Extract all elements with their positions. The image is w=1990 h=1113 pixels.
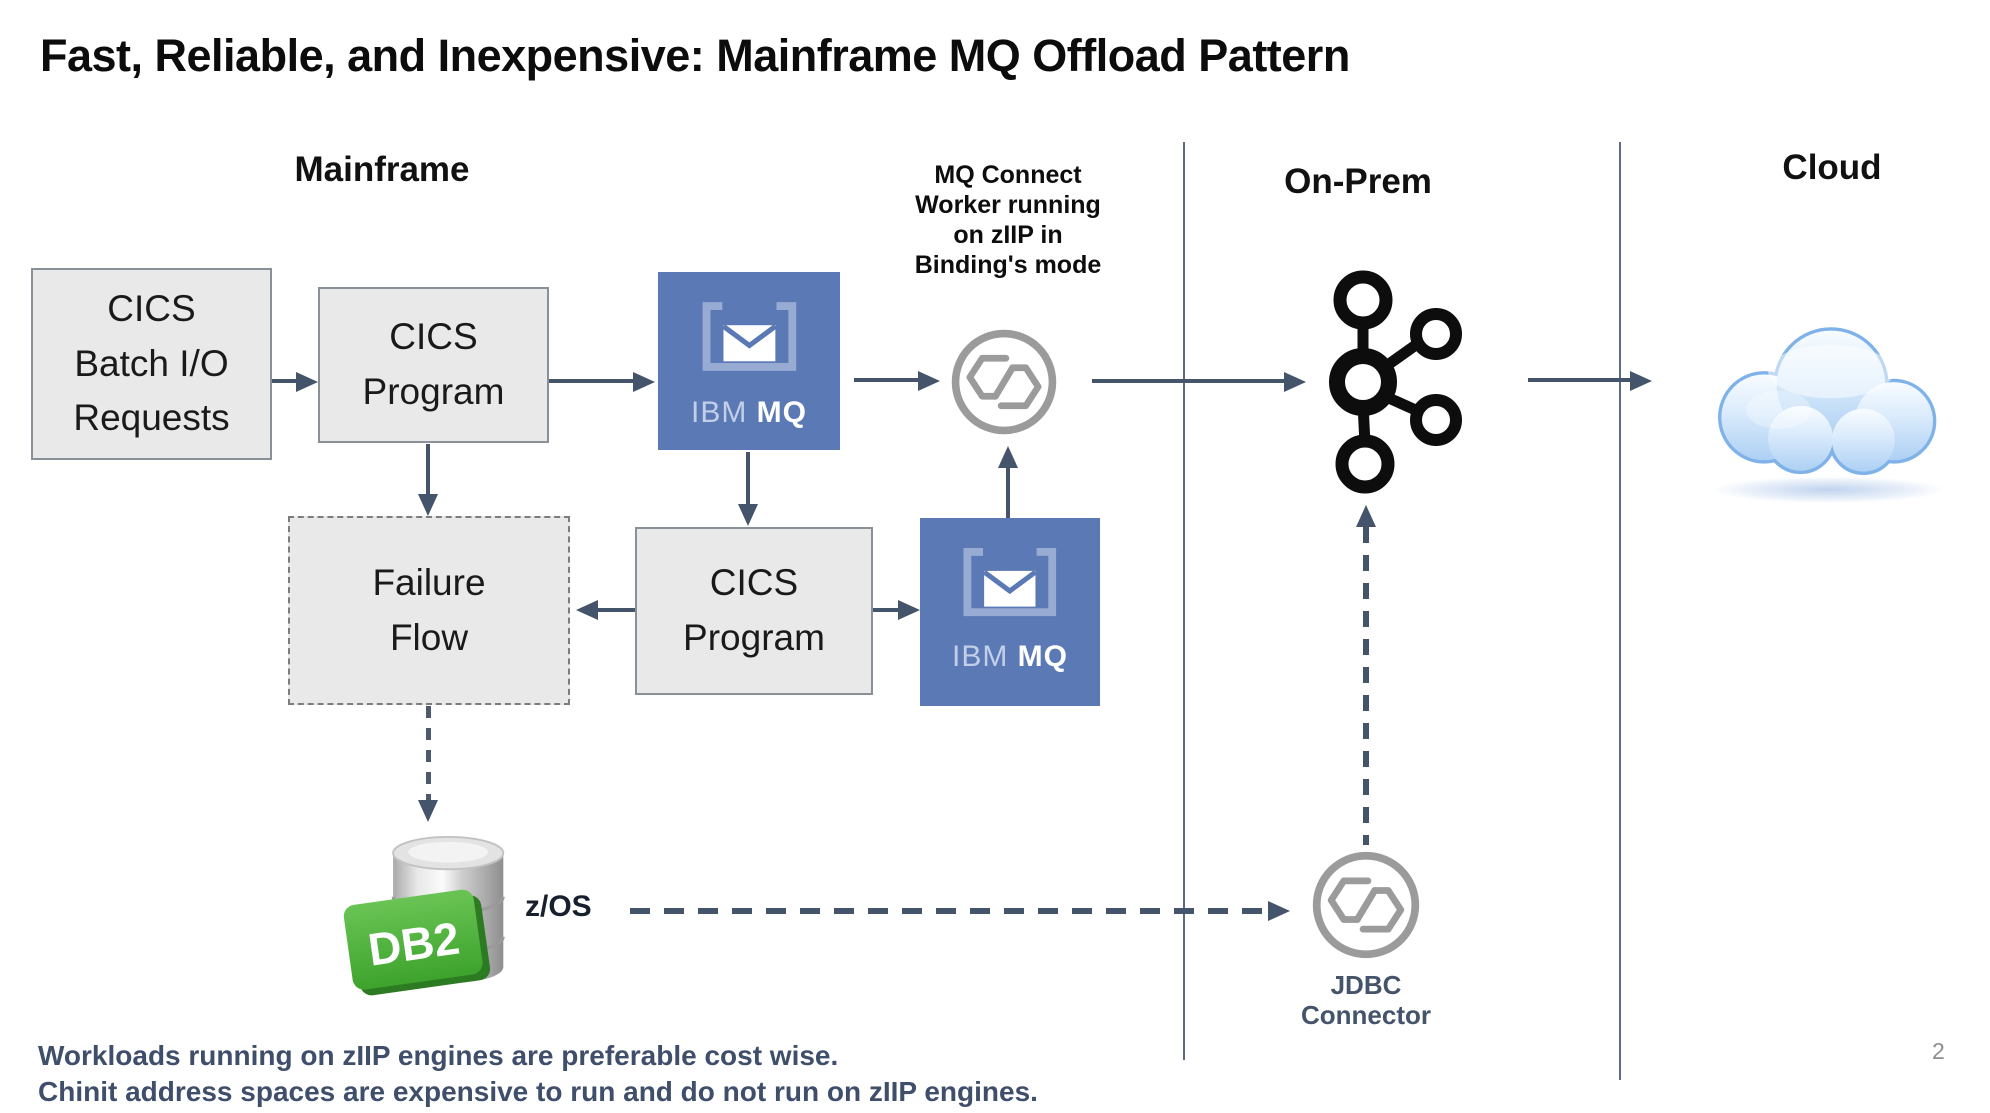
cloud-icon bbox=[1712, 327, 1946, 504]
arrowhead bbox=[898, 600, 920, 620]
dashed-arrow-zos-to-jdbc bbox=[630, 908, 1270, 914]
box-label-line: Batch I/O bbox=[74, 342, 229, 384]
arrow-program2-to-mq2 bbox=[873, 608, 900, 612]
arrowhead bbox=[1284, 372, 1306, 392]
arrow-program-to-mq bbox=[549, 379, 637, 383]
jdbc-label-line: Connector bbox=[1301, 1000, 1431, 1030]
column-header-mainframe: Mainframe bbox=[294, 150, 470, 189]
arrow-program-to-failure-flow bbox=[426, 444, 430, 496]
divider-mainframe-onprem bbox=[1183, 142, 1185, 1060]
ibm-mq-label: IBM MQ bbox=[952, 640, 1068, 674]
mq-product-text: MQ bbox=[1017, 640, 1068, 674]
arrow-mq-to-program2 bbox=[746, 452, 750, 506]
arrowhead bbox=[576, 600, 598, 620]
ibm-mq-label: IBM MQ bbox=[691, 396, 807, 430]
arrow-worker-to-kafka bbox=[1092, 379, 1286, 383]
footnote-line-1: Workloads running on zIIP engines are pr… bbox=[38, 1040, 839, 1071]
mq-product-text: MQ bbox=[756, 395, 807, 429]
page-number: 2 bbox=[1932, 1038, 1945, 1064]
arrow-mq-to-worker bbox=[854, 378, 920, 382]
note-line: Worker running bbox=[915, 191, 1101, 219]
kafka-icon bbox=[1329, 270, 1462, 494]
footnote-line-2: Chinit address spaces are expensive to r… bbox=[38, 1076, 1038, 1107]
divider-onprem-cloud bbox=[1619, 142, 1621, 1080]
ibm-brand-text: IBM bbox=[690, 395, 748, 429]
failure-flow-box: Failure Flow bbox=[288, 516, 570, 705]
arrowhead bbox=[738, 504, 758, 526]
ibm-mq-box-bottom: IBM MQ bbox=[920, 518, 1100, 706]
note-line: MQ Connect bbox=[934, 161, 1082, 189]
cics-program-box-bottom: CICS Program bbox=[635, 527, 873, 695]
box-label-line: Program bbox=[683, 617, 825, 658]
mq-connect-worker-note: MQ Connect Worker running on zIIP in Bin… bbox=[868, 160, 1148, 280]
db2-database-icon: DB2 bbox=[343, 836, 505, 996]
cics-batch-io-requests-box: CICS Batch I/O Requests bbox=[31, 268, 272, 460]
arrowhead bbox=[418, 494, 438, 516]
box-label-line: Failure bbox=[372, 561, 486, 603]
box-label-line: Requests bbox=[73, 397, 230, 439]
arrowhead bbox=[296, 372, 318, 392]
jdbc-label-line: JDBC bbox=[1330, 970, 1402, 1000]
arrowhead bbox=[918, 371, 940, 391]
ibm-mq-box-top: IBM MQ bbox=[658, 272, 840, 450]
arrow-batch-to-program bbox=[272, 379, 300, 383]
mq-queue-icon bbox=[963, 548, 1057, 617]
jdbc-connector-icon bbox=[1312, 851, 1420, 959]
box-label-line: Program bbox=[362, 371, 505, 412]
box-label-line: Flow bbox=[389, 616, 469, 658]
arrowhead bbox=[998, 446, 1018, 468]
arrow-mq2-to-worker bbox=[1006, 466, 1010, 518]
box-label-line: CICS bbox=[709, 562, 799, 604]
column-header-on-prem: On-Prem bbox=[1284, 162, 1432, 201]
dashed-arrow-jdbc-to-kafka bbox=[1363, 527, 1369, 845]
mq-queue-icon bbox=[702, 302, 796, 372]
jdbc-connector-label: JDBC Connector bbox=[1256, 970, 1476, 1030]
mq-connect-worker-icon bbox=[951, 329, 1057, 435]
box-label-line: CICS bbox=[389, 316, 478, 358]
box-label-line: CICS bbox=[107, 287, 196, 329]
arrowhead bbox=[1630, 371, 1652, 391]
page-title: Fast, Reliable, and Inexpensive: Mainfra… bbox=[40, 30, 1350, 81]
note-line: Binding's mode bbox=[914, 251, 1102, 279]
note-line: on zIIP in bbox=[953, 221, 1063, 249]
arrowhead bbox=[1268, 901, 1290, 921]
db2-label-text: DB2 bbox=[365, 912, 462, 975]
arrowhead bbox=[633, 372, 655, 392]
arrow-kafka-to-cloud bbox=[1528, 378, 1632, 382]
arrowhead bbox=[1356, 505, 1376, 527]
arrow-program2-to-failure-flow bbox=[598, 608, 635, 612]
dashed-arrow-failure-flow-to-db2 bbox=[426, 706, 431, 802]
column-header-cloud: Cloud bbox=[1782, 148, 1882, 187]
arrowhead bbox=[418, 800, 438, 822]
cics-program-box-top: CICS Program bbox=[318, 287, 549, 443]
ibm-brand-text: IBM bbox=[951, 640, 1009, 674]
zos-label: z/OS bbox=[525, 890, 592, 923]
